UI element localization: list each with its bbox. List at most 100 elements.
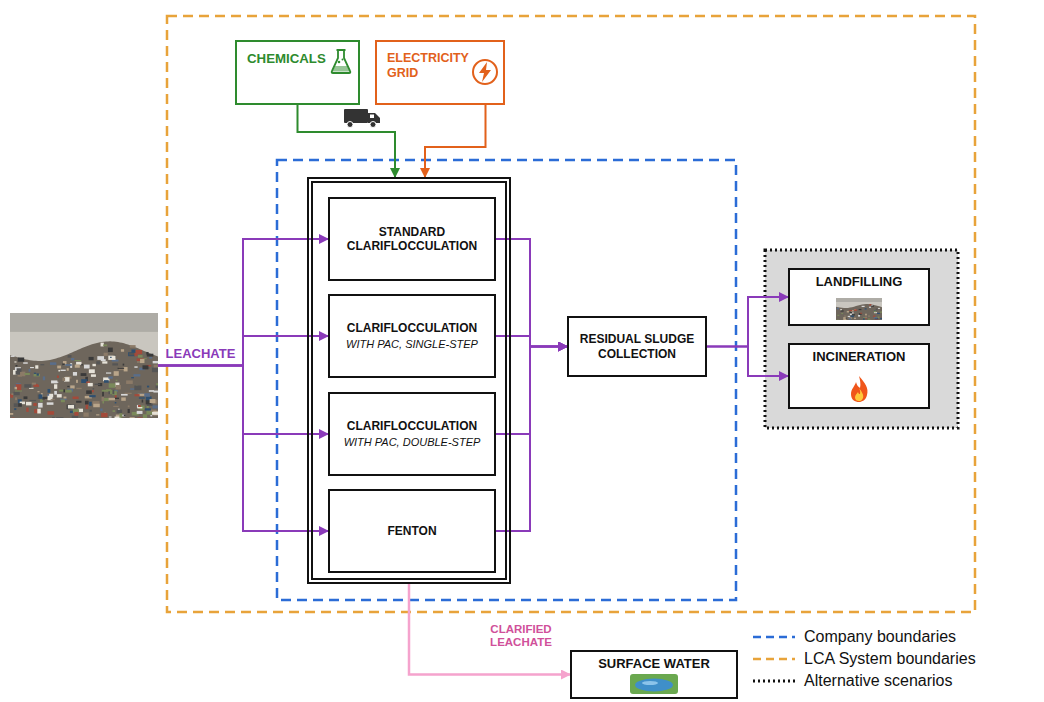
landfill-photo-image	[10, 313, 158, 418]
legend-sample	[752, 632, 796, 642]
company-boundary	[277, 160, 736, 600]
waste-bit	[90, 410, 92, 412]
edge-label: LEACHATE	[162, 346, 239, 362]
connector	[158, 366, 328, 532]
flame-icon	[847, 375, 871, 403]
waste-bit	[97, 356, 104, 360]
waste-bit	[113, 406, 118, 407]
legend-line	[753, 680, 795, 683]
waste-bit	[48, 389, 51, 393]
flame-outer	[851, 376, 868, 402]
waste-bit	[868, 318, 870, 319]
waste-bit	[71, 358, 74, 360]
waste-bit	[33, 385, 39, 387]
legend-text: LCA System boundaries	[804, 650, 976, 668]
node-title: CLARIFLOCCULATION	[347, 321, 477, 335]
scenario-box: INCINERATION	[788, 343, 930, 409]
waste-bit	[134, 366, 137, 367]
waste-bit	[76, 362, 81, 365]
node-title: INCINERATION	[813, 349, 906, 365]
cloud	[836, 298, 882, 302]
waste-bit	[852, 312, 854, 313]
waste-bit	[49, 394, 53, 398]
waste-bit	[134, 386, 141, 391]
landfill-photo	[10, 313, 158, 418]
waste-bit	[51, 380, 57, 383]
waste-bit	[89, 369, 95, 373]
waste-bit	[81, 418, 83, 419]
bolt	[479, 62, 491, 82]
waste-bit	[53, 418, 55, 419]
waste-bit	[130, 417, 135, 418]
waste-bit	[68, 355, 72, 358]
edge-label: CLARIFIED LEACHATE	[476, 623, 566, 651]
waste-bit	[51, 399, 55, 400]
waste-bit	[869, 307, 871, 308]
legend-line	[753, 658, 795, 661]
waste-bit	[149, 357, 152, 359]
waste-bit	[875, 318, 878, 319]
waste-mound	[10, 341, 158, 418]
waste-bit	[116, 385, 121, 389]
node-title: CHEMICALS	[247, 51, 326, 67]
waste-bit	[152, 368, 158, 373]
scenario-box: LANDFILLING	[788, 268, 930, 326]
waste-bit	[96, 361, 100, 364]
waste-bit	[34, 374, 40, 377]
truck-cargo	[344, 109, 368, 123]
receiver-box: SURFACE WATER	[570, 650, 738, 699]
bubble	[338, 61, 341, 64]
node-title: SURFACE WATER	[598, 656, 710, 672]
waste-bit	[128, 405, 130, 407]
waste-bit	[102, 361, 107, 363]
waste-mound	[836, 304, 882, 320]
truck-wheel	[370, 122, 376, 128]
waste-bit	[877, 313, 880, 314]
waste-bit	[123, 364, 125, 366]
legend-sample	[752, 654, 796, 664]
waste-bit	[142, 365, 148, 369]
waste-bit	[93, 404, 100, 408]
connector	[298, 105, 396, 177]
waste-bit	[33, 403, 36, 406]
waste-bit	[15, 365, 17, 366]
legend-row: Alternative scenarios	[752, 670, 976, 692]
waste-bit	[869, 304, 871, 306]
waste-bit	[102, 397, 104, 401]
waste-bit	[136, 350, 142, 354]
waste-bit	[138, 355, 143, 358]
waste-bit	[40, 399, 43, 402]
waste-bit	[65, 390, 71, 393]
waste-bit	[76, 401, 81, 403]
waste-bit	[139, 397, 145, 398]
waste-bit	[125, 393, 132, 394]
waste-bit	[42, 397, 47, 400]
waste-bit	[24, 396, 28, 399]
waste-bit	[849, 310, 852, 311]
landfill-thumbnail	[836, 298, 882, 320]
waste-bit	[874, 310, 876, 311]
node-title: CLARIFLOCCULATION	[347, 419, 477, 433]
connector	[409, 584, 570, 675]
waste-bit	[874, 317, 877, 318]
waste-bit	[115, 402, 117, 403]
waste-bit	[81, 373, 87, 376]
waste-bit	[119, 413, 122, 418]
waste-bit	[849, 318, 852, 319]
process-box: CLARIFLOCCULATIONWITH PAC, SINGLE-STEP	[328, 294, 496, 378]
waste-bit	[878, 317, 880, 319]
waste-bit	[844, 318, 846, 319]
waste-bit	[86, 405, 89, 409]
connector	[707, 297, 788, 347]
waste-bit	[25, 373, 30, 375]
waste-bit	[26, 408, 28, 412]
waste-bit	[854, 309, 857, 311]
waste-bit	[58, 370, 60, 372]
water	[635, 679, 673, 692]
sky	[836, 298, 882, 320]
waste-bit	[850, 313, 852, 315]
waste-bit	[15, 390, 22, 391]
waste-bit	[840, 309, 842, 310]
waste-bit	[117, 410, 122, 414]
